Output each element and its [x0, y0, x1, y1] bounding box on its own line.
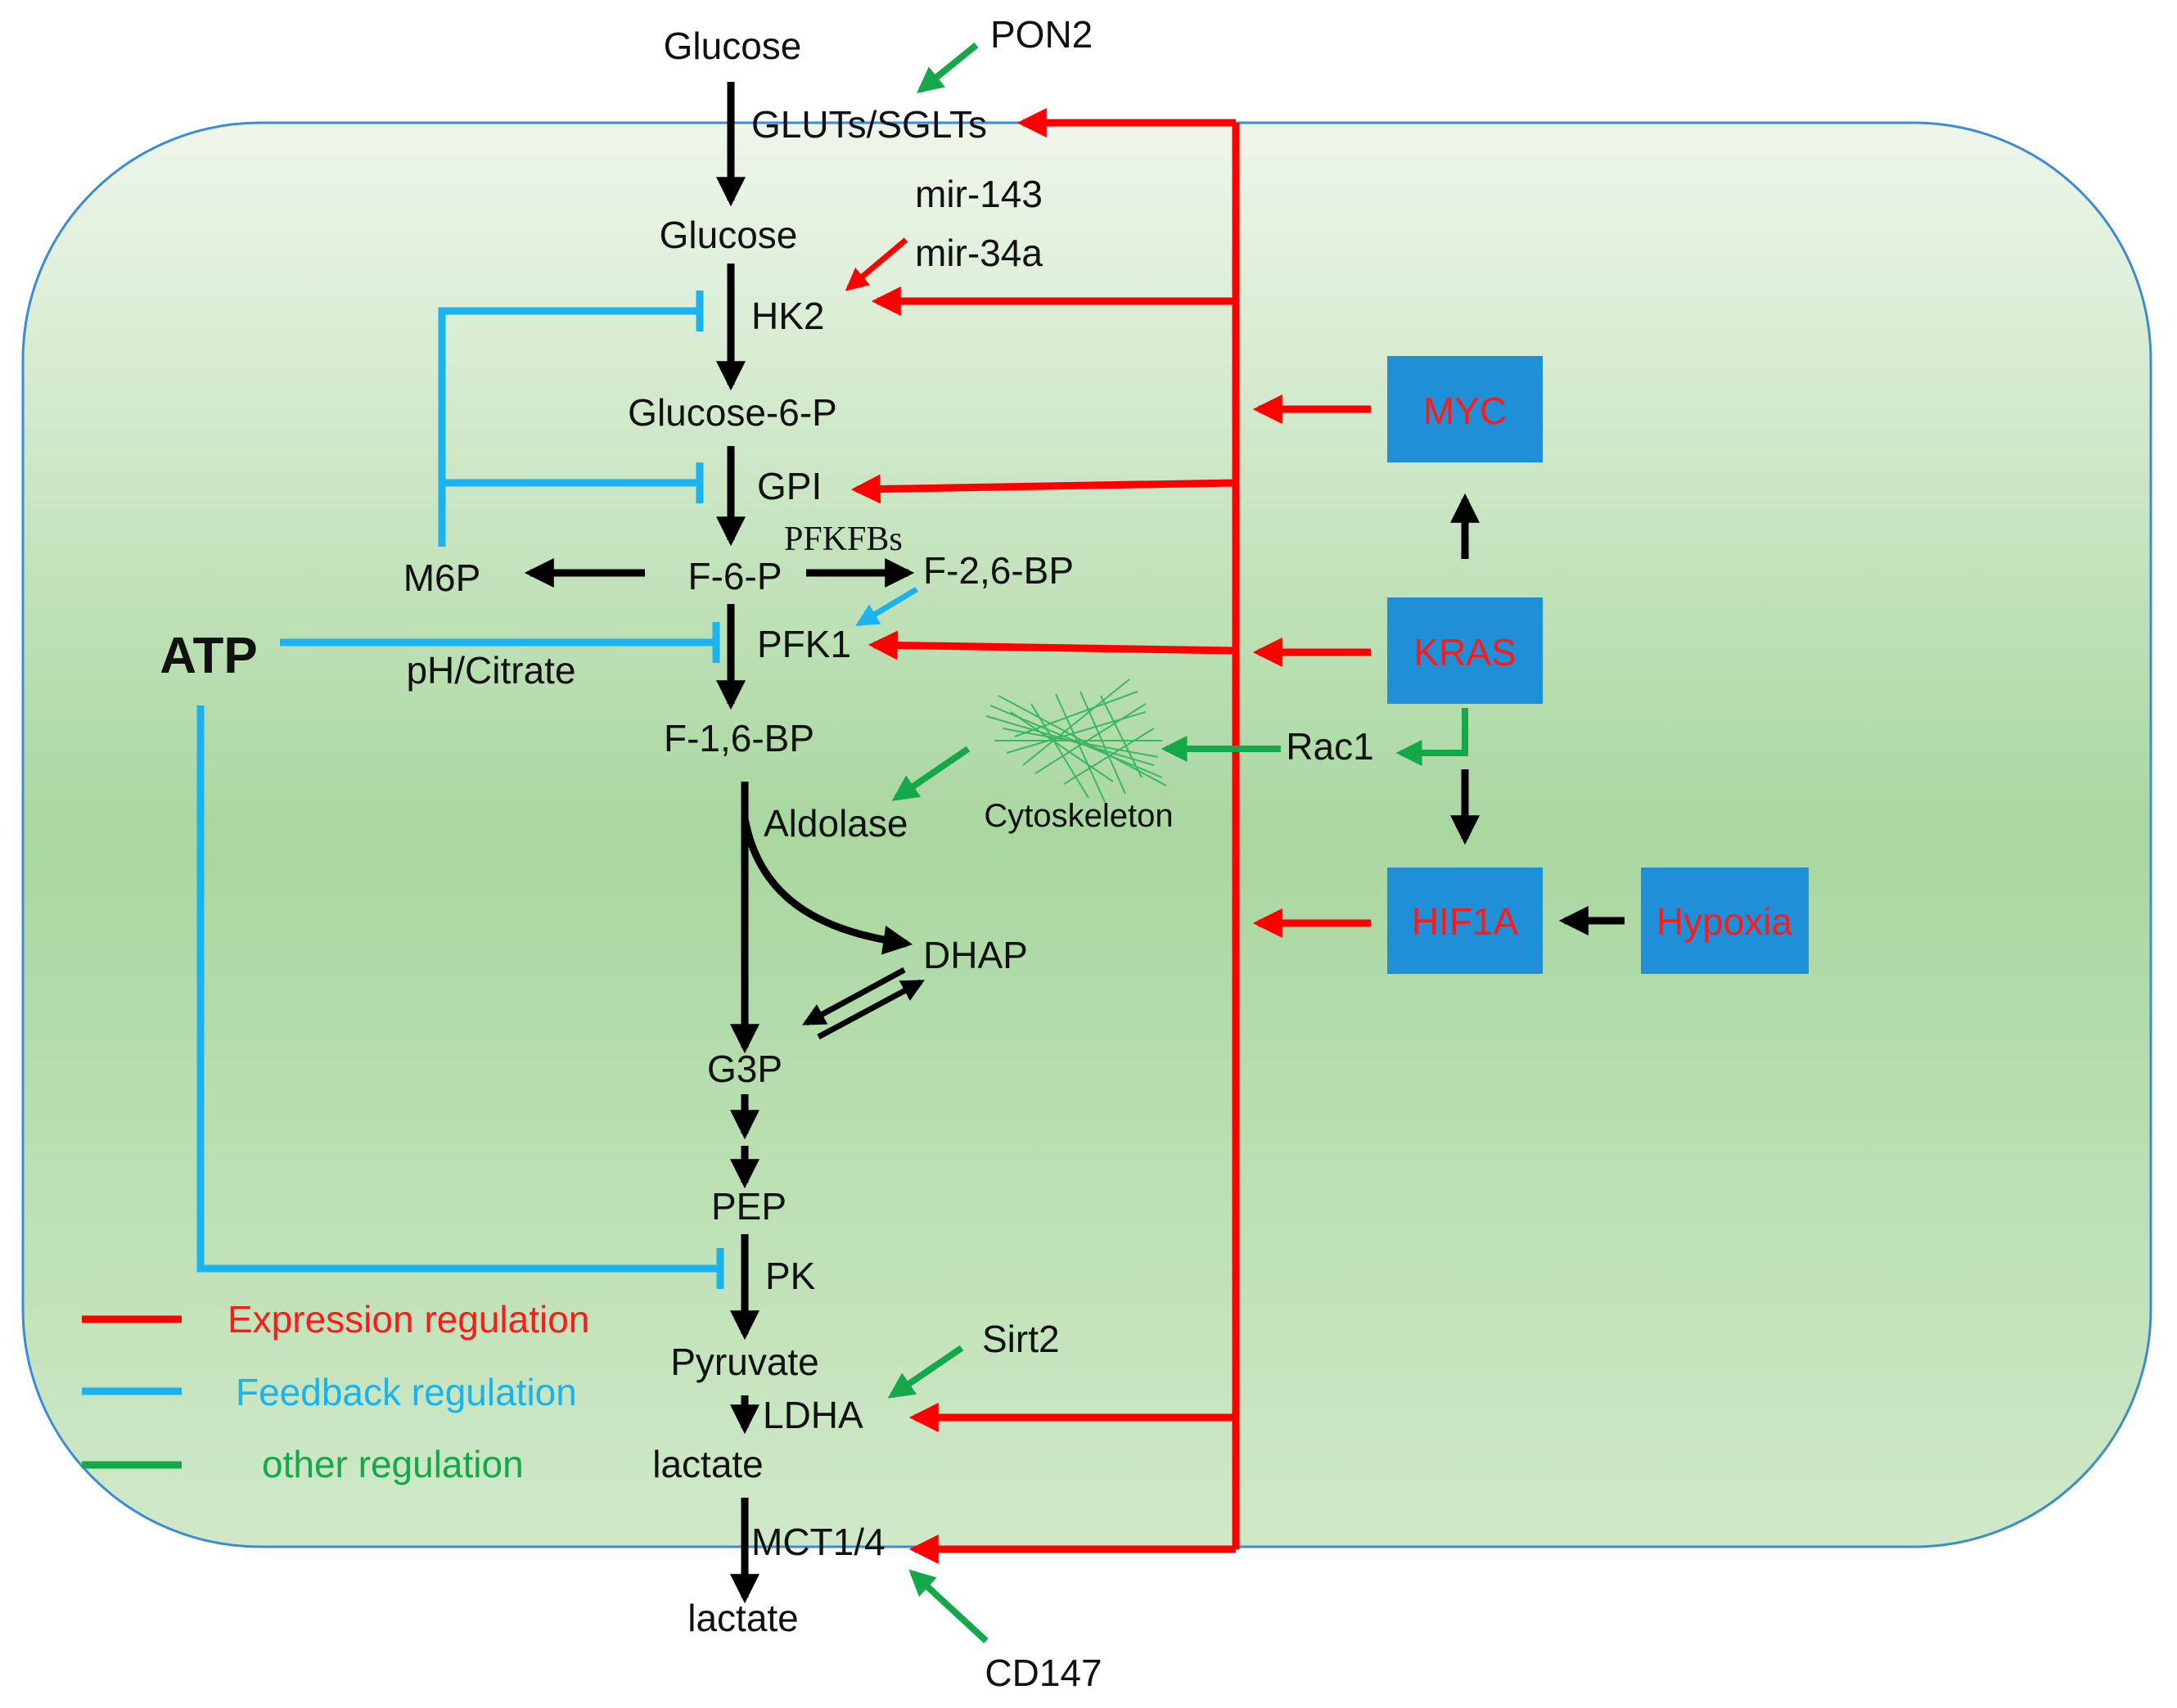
box-myc-label: MYC [1423, 390, 1507, 432]
mir143-label: mir-143 [915, 173, 1043, 215]
box-hif1a-label: HIF1A [1412, 900, 1519, 943]
ldha-label: LDHA [763, 1394, 863, 1436]
pyruvate-label: Pyruvate [670, 1341, 819, 1383]
pfk1-label: PFK1 [757, 623, 851, 665]
g6p-label: Glucose-6-P [628, 391, 837, 434]
box-hif1a: HIF1A [1387, 868, 1543, 974]
aldolase-label: Aldolase [764, 802, 908, 845]
rac1-label: Rac1 [1286, 725, 1373, 768]
expression-regulation-lines [845, 108, 1371, 1564]
arrow-aldolase-dhap [741, 818, 913, 955]
dhap-label: DHAP [923, 934, 1028, 976]
m6p-label: M6P [403, 557, 481, 599]
gpi-label: GPI [757, 465, 822, 507]
legend-feedback-label: Feedback regulation [236, 1371, 577, 1413]
box-myc: MYC [1387, 356, 1543, 462]
atp-label: ATP [160, 628, 257, 684]
glucose-intracellular: Glucose [660, 214, 798, 256]
arrow-g3p-dhap [817, 979, 925, 1040]
mir34a-label: mir-34a [915, 232, 1043, 274]
pep-label: PEP [711, 1185, 787, 1228]
hk2-label: HK2 [751, 295, 824, 337]
lactate-extracellular: lactate [687, 1597, 799, 1639]
legend-expression-label: Expression regulation [228, 1298, 589, 1341]
box-kras: KRAS [1387, 597, 1543, 704]
sirt2-label: Sirt2 [982, 1318, 1060, 1360]
arrow-dhap-g3p [802, 967, 906, 1026]
box-hypoxia-label: Hypoxia [1656, 900, 1793, 943]
cytoskeleton-label: Cytoskeleton [984, 798, 1173, 834]
gluts-label: GLUTs/SGLTs [751, 103, 987, 146]
cytoskeleton-icon [985, 678, 1167, 803]
glucose-extracellular: Glucose [664, 25, 802, 67]
lactate-intracellular: lactate [652, 1443, 764, 1485]
legend: Expression regulation Feedback regulatio… [82, 1298, 589, 1485]
legend-other-label: other regulation [262, 1443, 524, 1485]
other-regulation-lines [887, 42, 1468, 1643]
g3p-label: G3P [707, 1048, 782, 1090]
pon2-label: PON2 [990, 13, 1093, 56]
node-labels: Glucose PON2 GLUTs/SGLTs Glucose mir-143… [160, 13, 1373, 1694]
ph-citrate-label: pH/Citrate [406, 649, 575, 692]
f26bp-label: F-2,6-BP [923, 549, 1074, 592]
pfkfbs-label: PFKFBs [784, 521, 903, 558]
box-hypoxia: Hypoxia [1641, 868, 1809, 974]
glycolysis-flow-arrows [524, 82, 1625, 1604]
f16bp-label: F-1,6-BP [664, 717, 814, 759]
f6p-label: F-6-P [688, 555, 782, 597]
feedback-regulation-lines [196, 291, 918, 1289]
cd147-label: CD147 [985, 1652, 1102, 1694]
pk-label: PK [765, 1255, 816, 1297]
mct-label: MCT1/4 [751, 1521, 886, 1563]
box-kras-label: KRAS [1413, 631, 1516, 674]
